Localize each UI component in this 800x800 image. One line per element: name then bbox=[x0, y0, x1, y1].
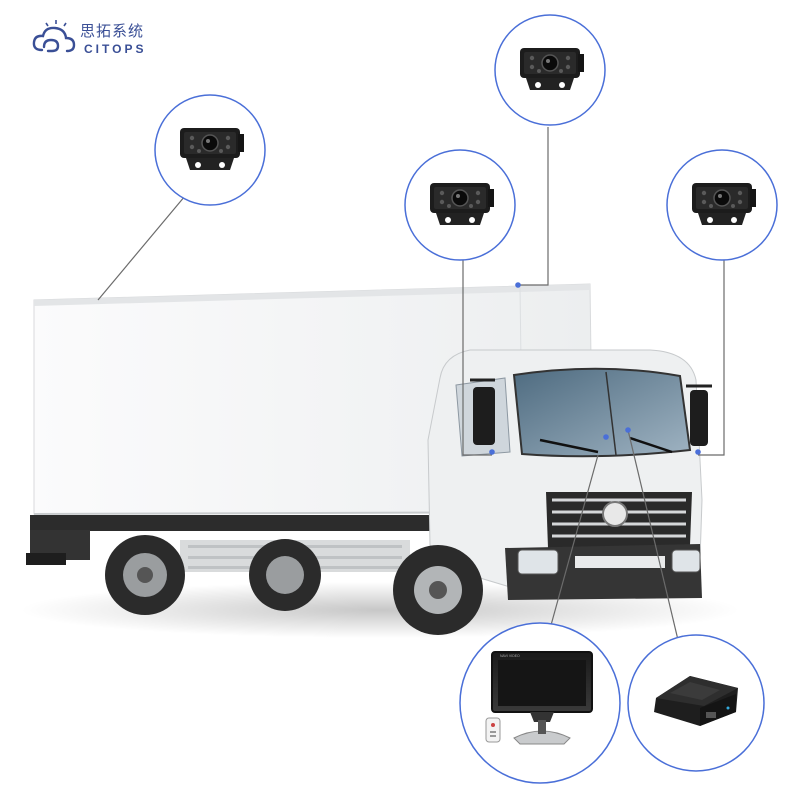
left-mirror bbox=[473, 387, 495, 445]
dvr-circle bbox=[627, 634, 765, 772]
truck bbox=[26, 283, 712, 635]
mount-points bbox=[489, 282, 701, 455]
windshield bbox=[512, 367, 692, 458]
camera-circle-side bbox=[154, 94, 266, 206]
brand-name-en: CITOPS bbox=[84, 42, 147, 56]
car-monitor-icon: NAVI VIDEO bbox=[491, 651, 593, 745]
camera-circle-right-mirror bbox=[666, 149, 778, 261]
camera-circle-top bbox=[494, 14, 606, 126]
brand-logo: 思拓系统 CITOPS bbox=[30, 18, 190, 62]
rear-wheel bbox=[105, 535, 321, 615]
right-mirror bbox=[690, 390, 708, 446]
front-wheel bbox=[393, 545, 483, 635]
monitor-circle: NAVI VIDEO bbox=[459, 622, 621, 784]
brand-name-cn: 思拓系统 bbox=[80, 22, 145, 40]
mobile-dvr-icon bbox=[654, 676, 738, 726]
cloud-swirl-icon bbox=[32, 20, 76, 53]
remote-control-icon bbox=[485, 717, 501, 743]
camera-circle-left-mirror bbox=[404, 149, 516, 261]
monitor-screen-label: NAVI VIDEO bbox=[500, 654, 520, 658]
connector-lines bbox=[97, 127, 725, 641]
truck-emblem-icon bbox=[602, 501, 628, 527]
